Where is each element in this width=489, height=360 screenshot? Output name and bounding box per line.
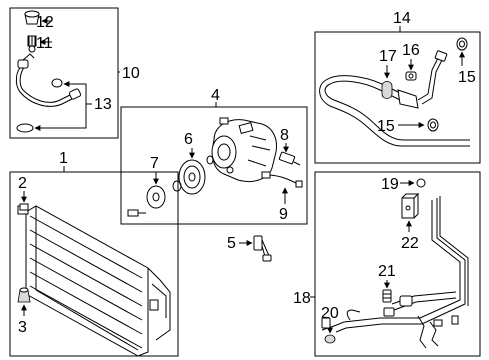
- bracket-part-2: [19, 203, 29, 211]
- valve-core-part-11: [27, 35, 37, 53]
- cap-part-12: [24, 10, 40, 25]
- callout-19: 19: [381, 176, 399, 193]
- leader-13b: [34, 104, 87, 131]
- valve-part-16: [405, 71, 417, 81]
- clutch-hub-part-7: [146, 185, 166, 209]
- box-suction-line-14: [314, 31, 481, 164]
- relief-valve-part-8: [278, 151, 301, 166]
- callout-9: 9: [279, 206, 288, 223]
- o-ring-part-15a: [456, 37, 468, 51]
- callout-1: 1: [59, 150, 68, 167]
- callout-22: 22: [401, 235, 419, 252]
- box-hose-assembly-10: [9, 7, 119, 139]
- cap-part-17: [381, 81, 393, 99]
- callout-12: 12: [36, 14, 54, 31]
- mount-bushing-part-3: [17, 287, 31, 303]
- callout-16: 16: [402, 42, 420, 59]
- valve-part-21: [382, 289, 392, 303]
- callout-13: 13: [94, 96, 112, 113]
- callout-10: 10: [122, 65, 140, 82]
- o-ring-part-15b: [427, 118, 439, 132]
- bolt-small: [127, 209, 146, 217]
- callout-3: 3: [18, 319, 27, 336]
- cap-part-20: [324, 334, 336, 344]
- callout-11: 11: [36, 35, 53, 52]
- hose-part-13: [15, 53, 82, 133]
- suction-hose-assembly: [319, 50, 470, 147]
- callout-4: 4: [211, 87, 220, 104]
- sensor-harness-part-9: [261, 171, 303, 188]
- receiver-block-part-22: [401, 192, 420, 219]
- callout-6: 6: [184, 131, 193, 148]
- box-liquid-line-18: [314, 171, 481, 357]
- callout-18: 18: [293, 290, 311, 307]
- callout-21: 21: [378, 263, 396, 280]
- compressor-body: [211, 117, 277, 182]
- callout-15a: 15: [458, 69, 476, 86]
- callout-5: 5: [227, 235, 236, 252]
- leader-13a: [63, 81, 92, 105]
- callout-8: 8: [280, 127, 289, 144]
- clutch-pulley-part-6: [172, 155, 214, 195]
- box-condenser-1: [9, 171, 179, 357]
- box-compressor-4: [120, 106, 308, 225]
- bolt-part-5: [253, 235, 272, 262]
- callout-15b: 15: [377, 118, 395, 135]
- callout-17: 17: [379, 48, 397, 65]
- o-ring-part-19: [416, 178, 426, 188]
- callout-7: 7: [150, 155, 159, 172]
- callout-20: 20: [321, 305, 339, 322]
- callout-2: 2: [18, 175, 27, 192]
- condenser-core: [17, 205, 171, 357]
- callout-14: 14: [393, 10, 411, 27]
